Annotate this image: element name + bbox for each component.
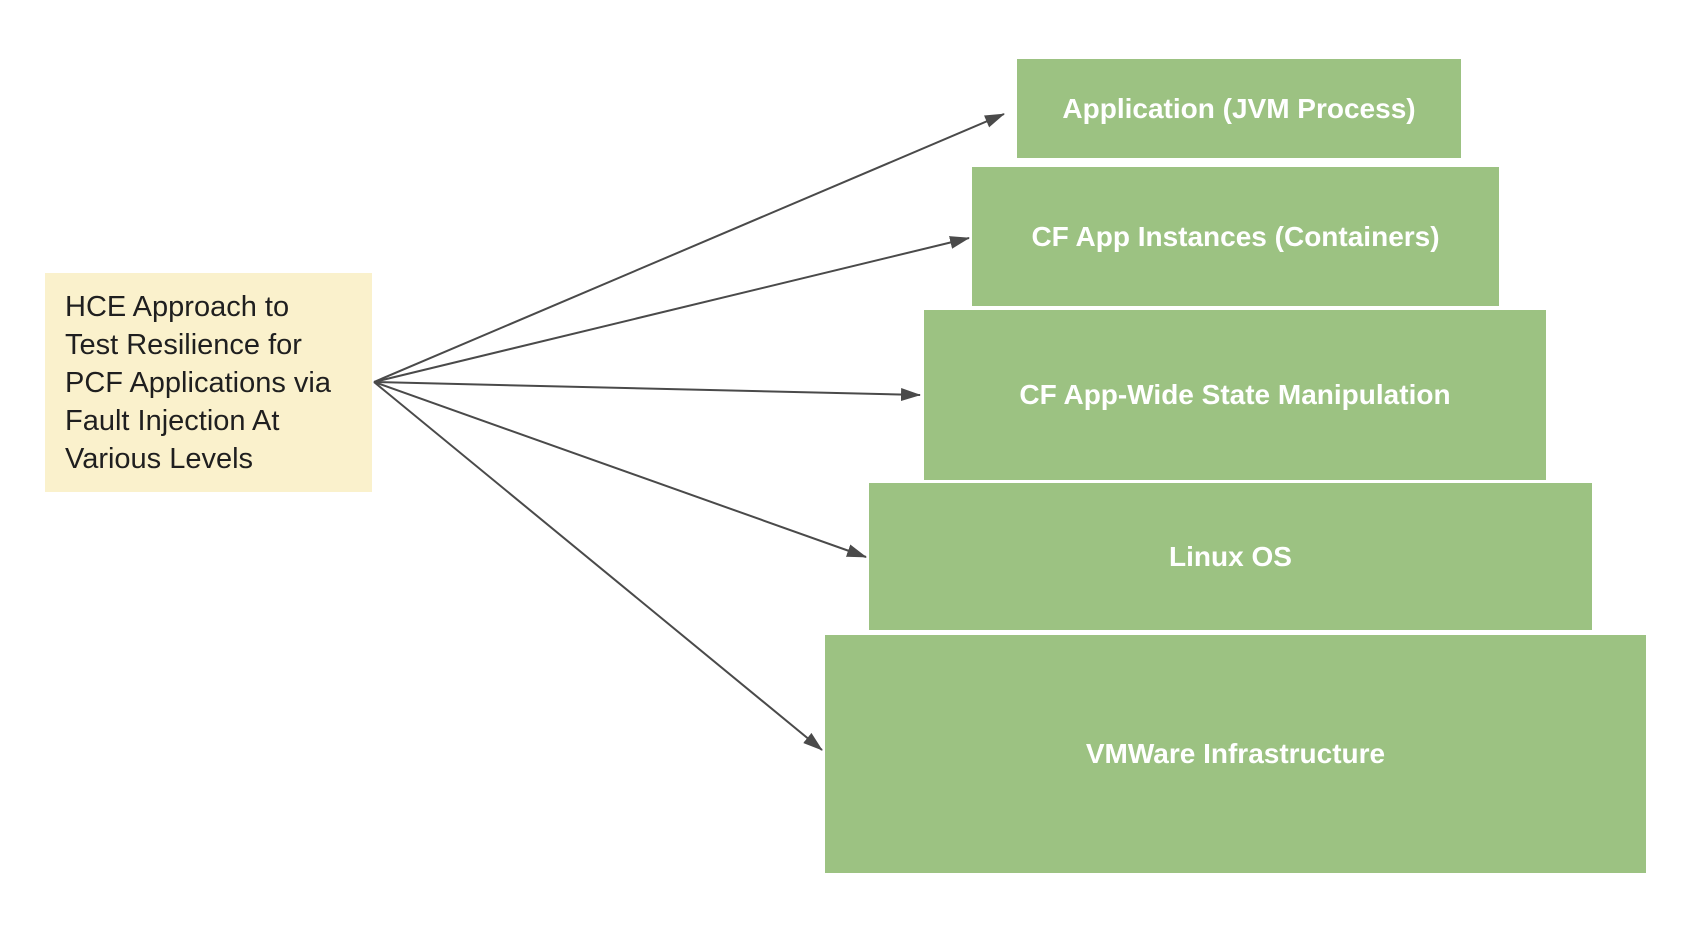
level-label: Application (JVM Process) bbox=[1062, 92, 1416, 124]
level-label: Linux OS bbox=[1169, 540, 1292, 572]
level-box-linux-os: Linux OS bbox=[869, 483, 1592, 630]
level-box-cf-app-wide-state: CF App-Wide State Manipulation bbox=[924, 310, 1546, 480]
arrow-to-cf-app-instances bbox=[373, 236, 970, 383]
arrow-to-cf-app-wide-state bbox=[373, 381, 921, 402]
source-text-line: HCE Approach to bbox=[65, 290, 290, 323]
source-text-line: Fault Injection At bbox=[65, 404, 280, 437]
arrow-to-application bbox=[373, 113, 1005, 383]
level-box-vmware-infrastructure: VMWare Infrastructure bbox=[825, 635, 1646, 873]
source-text-line: Various Levels bbox=[65, 442, 254, 475]
level-label: CF App Instances (Containers) bbox=[1031, 220, 1440, 252]
arrow-to-linux-os bbox=[373, 381, 867, 558]
source-text-line: Test Resilience for bbox=[65, 328, 302, 361]
level-label: VMWare Infrastructure bbox=[1085, 738, 1386, 769]
level-label: CF App-Wide State Manipulation bbox=[1019, 379, 1451, 410]
level-box-application: Application (JVM Process) bbox=[1017, 59, 1461, 158]
source-text-line: PCF Applications via bbox=[65, 366, 331, 399]
source-note-box: HCE Approach to Test Resilience for PCF … bbox=[45, 273, 372, 492]
arrow-to-vmware-infrastructure bbox=[373, 381, 823, 751]
level-box-cf-app-instances: CF App Instances (Containers) bbox=[972, 167, 1499, 306]
